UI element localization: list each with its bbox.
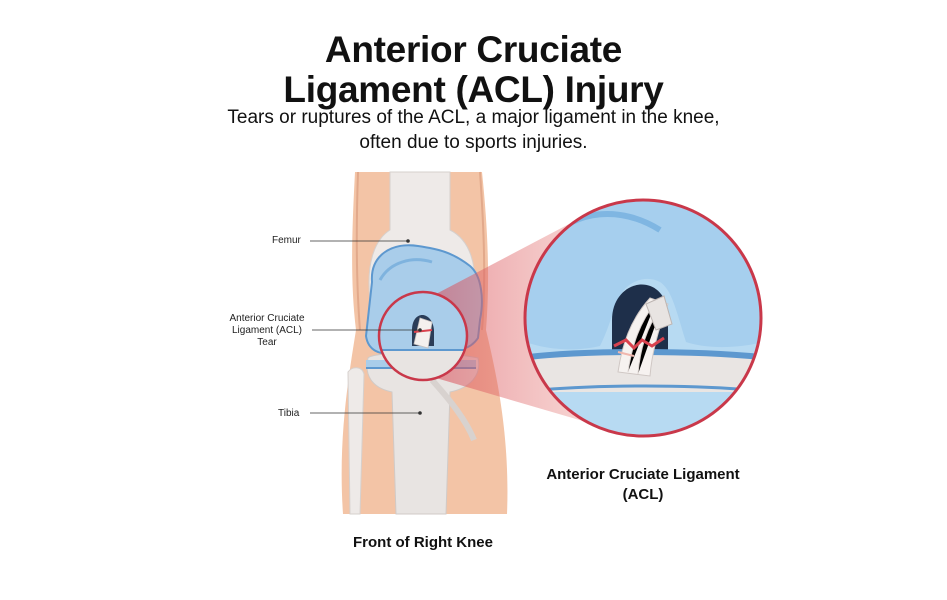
femur-label: Femur [272, 235, 301, 246]
acl-tear-label-line-2: Ligament (ACL) [231, 325, 303, 336]
patella-ligament [429, 377, 477, 442]
tibia-label: Tibia [278, 408, 300, 419]
acl-tear-label-line-1: Anterior Cruciate [229, 313, 305, 324]
zoom-caption-line-2: (ACL) [622, 486, 664, 503]
femur-leader [310, 239, 410, 243]
subtitle-line-2: often due to sports injuries. [359, 132, 588, 153]
acl-ligament [613, 295, 673, 377]
acl-highlight-circle [377, 290, 469, 382]
subtitle-line-1: Tears or ruptures of the ACL, a major li… [227, 107, 720, 128]
acl-tear-leader [312, 328, 422, 332]
tibia-leader [310, 411, 422, 415]
page-title-line-1: Anterior Cruciate [324, 29, 623, 70]
page-title-line-2: Ligament (ACL) Injury [283, 69, 664, 110]
zoom-caption-line-1: Anterior Cruciate Ligament [546, 466, 740, 483]
knee-caption: Front of Right Knee [353, 534, 493, 551]
fibula-bone [347, 367, 365, 515]
acl-tear-label-line-3: Tear [257, 337, 277, 348]
